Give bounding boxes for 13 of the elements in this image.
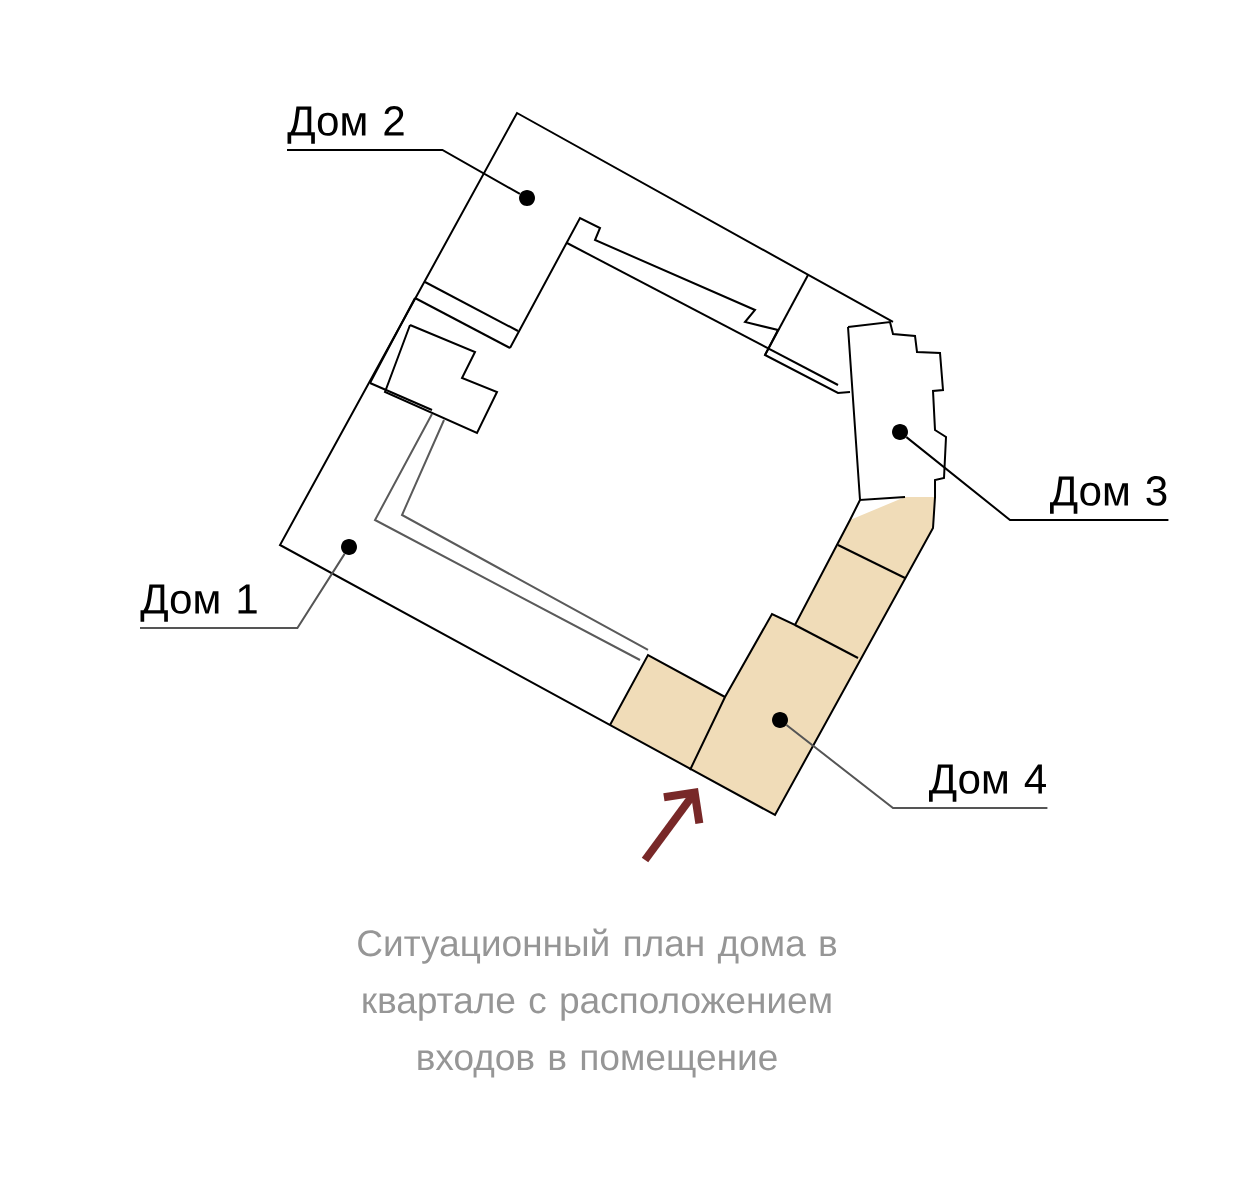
building-label: Дом 4: [929, 764, 1046, 802]
location-dot: [772, 712, 788, 728]
location-dot: [892, 424, 908, 440]
location-dot: [519, 190, 535, 206]
leader-line: [905, 436, 1170, 521]
leader-line: [139, 552, 346, 629]
building-label: Дом 3: [1050, 476, 1167, 514]
leader-line: [286, 149, 521, 195]
location-dot: [341, 539, 357, 555]
building-label: Дом 1: [140, 584, 257, 622]
building-label: Дом 2: [287, 106, 404, 144]
caption: Ситуационный план дома в квартале с расположением входов в помещение: [358, 928, 837, 1078]
leader-line: [785, 724, 1049, 809]
